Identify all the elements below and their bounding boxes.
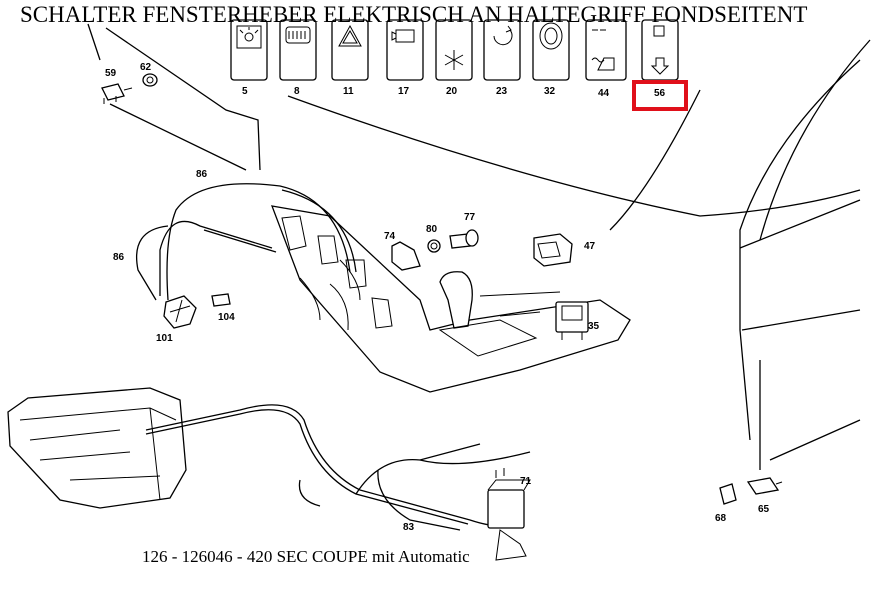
diagram-title: SCHALTER FENSTERHEBER ELEKTRISCH AN HALT… <box>20 2 808 27</box>
wire-86b-b <box>281 189 357 273</box>
switch-row: 5 8 11 17 20 23 <box>230 19 679 99</box>
switch-label: 32 <box>544 86 556 97</box>
switch-label: 8 <box>294 86 300 97</box>
switch-label: 5 <box>242 86 248 97</box>
part-label-71: 71 <box>520 476 532 487</box>
part-label-47: 47 <box>584 241 596 252</box>
wire-83 <box>145 404 521 527</box>
body-curve <box>609 89 701 231</box>
switch-label: 44 <box>598 88 610 99</box>
part-label-68: 68 <box>715 513 727 524</box>
part-label-74: 74 <box>384 231 396 242</box>
switch-23[interactable]: 23 <box>483 19 521 97</box>
part-label-35: 35 <box>588 321 600 332</box>
dashboard-edge <box>287 95 861 217</box>
switch-44[interactable]: 44 <box>585 19 627 99</box>
part-35[interactable] <box>555 301 589 340</box>
part-label-104: 104 <box>218 312 235 323</box>
part-label-80: 80 <box>426 224 438 235</box>
wire-86b <box>166 183 351 301</box>
part-label-86: 86 <box>113 252 125 263</box>
switch-8[interactable]: 8 <box>279 19 317 97</box>
part-104[interactable] <box>211 293 231 307</box>
part-65[interactable] <box>746 477 783 495</box>
part-74[interactable] <box>391 241 421 271</box>
wire-86c <box>136 225 169 301</box>
part-80[interactable] <box>427 239 441 253</box>
switch-label: 56 <box>654 88 666 99</box>
switch-cutouts <box>281 215 393 329</box>
switch-label: 20 <box>446 86 458 97</box>
switch-label: 17 <box>398 86 410 97</box>
wire-86a-b <box>203 229 277 253</box>
leader-line <box>109 103 247 171</box>
wire-86a <box>159 220 273 296</box>
model-caption: 126 - 126046 - 420 SEC COUPE mit Automat… <box>142 547 470 566</box>
part-77[interactable] <box>449 229 479 249</box>
switch-label: 11 <box>343 86 354 97</box>
door-pillar <box>739 59 861 441</box>
part-71[interactable] <box>487 468 531 529</box>
control-unit-detail <box>19 407 177 501</box>
switch-11[interactable]: 11 <box>331 19 369 97</box>
highlight-box <box>632 80 688 111</box>
part-101[interactable] <box>163 295 197 329</box>
shifter-gate <box>438 319 538 357</box>
part-label-86: 86 <box>196 169 208 180</box>
leader-lines <box>87 23 261 171</box>
switch-label: 23 <box>496 86 508 97</box>
door-panel <box>739 199 861 470</box>
part-47[interactable] <box>533 233 573 267</box>
part-label-59: 59 <box>105 68 117 79</box>
control-unit <box>7 387 187 509</box>
switch-20[interactable]: 20 <box>435 19 473 97</box>
gear-shifter <box>439 271 473 329</box>
wire-83-b <box>145 409 469 525</box>
switch-17[interactable]: 17 <box>386 19 424 97</box>
door-pillar-inner <box>759 39 871 241</box>
part-62[interactable] <box>142 73 158 87</box>
part-label-65: 65 <box>758 504 770 515</box>
console-detail <box>299 259 361 331</box>
relay-bracket <box>495 529 527 561</box>
part-59[interactable] <box>101 83 133 104</box>
part-label-62: 62 <box>140 62 152 73</box>
switch-56[interactable]: 56 <box>641 19 679 99</box>
shifter-frame <box>479 291 561 317</box>
wire-branches <box>298 443 531 507</box>
console-plate <box>270 205 631 393</box>
switch-32[interactable]: 32 <box>532 19 570 97</box>
part-68[interactable] <box>719 483 737 505</box>
switch-5[interactable]: 5 <box>230 19 268 97</box>
wire-83-c <box>377 469 461 531</box>
part-label-77: 77 <box>464 212 476 223</box>
part-label-101: 101 <box>156 333 173 344</box>
part-label-83: 83 <box>403 522 415 533</box>
